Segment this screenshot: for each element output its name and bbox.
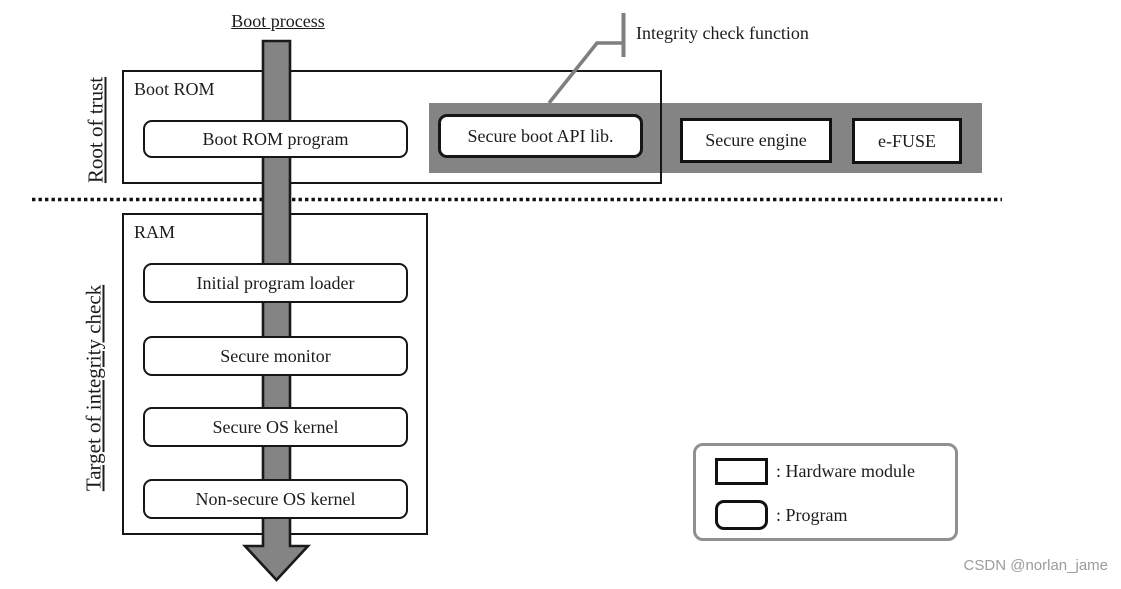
non-secure-os-kernel-box: Non-secure OS kernel — [143, 479, 408, 519]
boot-rom-program-box: Boot ROM program — [143, 120, 408, 158]
boot-rom-region: Boot ROM — [122, 70, 662, 184]
target-of-integrity-check-label: Target of integrity check — [81, 284, 106, 492]
efuse-label: e-FUSE — [878, 130, 936, 151]
secure-engine-box: Secure engine — [680, 118, 832, 163]
boot-rom-title: Boot ROM — [134, 79, 215, 99]
legend: : Hardware module : Program — [693, 443, 958, 541]
secure-monitor-box: Secure monitor — [143, 336, 408, 376]
secure-engine-label: Secure engine — [705, 130, 807, 150]
secure-boot-api-lib-label: Secure boot API lib. — [467, 125, 614, 146]
non-secure-os-kernel-label: Non-secure OS kernel — [195, 488, 356, 509]
hardware-module-swatch-icon — [715, 458, 768, 485]
boot-rom-program-label: Boot ROM program — [202, 128, 349, 149]
secure-os-kernel-label: Secure OS kernel — [212, 416, 339, 437]
root-of-trust-label: Root of trust — [83, 76, 108, 184]
integrity-check-function-label: Integrity check function — [636, 23, 809, 43]
initial-program-loader-box: Initial program loader — [143, 263, 408, 303]
secure-os-kernel-box: Secure OS kernel — [143, 407, 408, 447]
initial-program-loader-label: Initial program loader — [196, 272, 355, 293]
secure-boot-api-lib-box: Secure boot API lib. — [438, 114, 643, 158]
efuse-box: e-FUSE — [852, 118, 962, 164]
boot-process-label: Boot process — [231, 11, 325, 31]
secure-monitor-label: Secure monitor — [220, 345, 331, 366]
ram-title: RAM — [134, 222, 176, 242]
legend-program-label: : Program — [776, 505, 848, 525]
program-swatch-icon — [715, 500, 768, 530]
legend-hardware-label: : Hardware module — [776, 461, 915, 481]
watermark: CSDN @norlan_jame — [963, 557, 1108, 574]
